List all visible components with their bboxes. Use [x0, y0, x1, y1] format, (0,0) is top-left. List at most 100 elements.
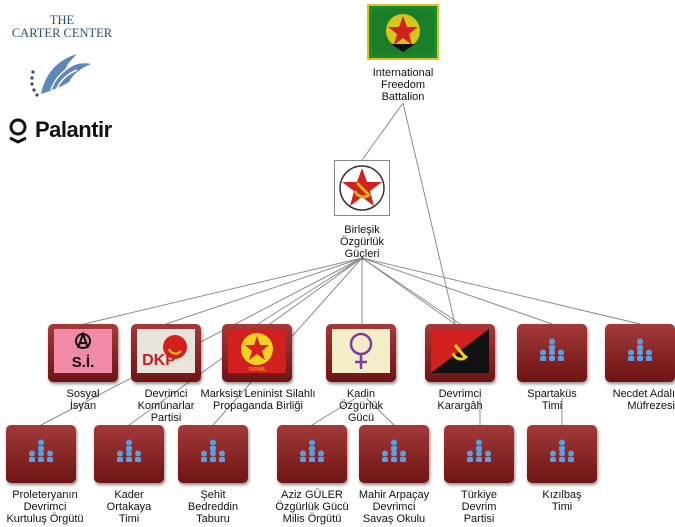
- group-icon: [625, 338, 655, 369]
- dkp-label: Devrimci Komünarlar Partisi: [101, 388, 231, 424]
- sehit-label-line: Bedreddin: [187, 501, 239, 513]
- sosyal-label: Sosyal İsyan: [18, 388, 148, 412]
- necdet-label: Necdet Adalı Müfrezesi: [580, 388, 675, 412]
- karargah-node[interactable]: [425, 324, 495, 382]
- ifb-label-line: International: [372, 67, 434, 79]
- proleter-label-line: Devrimci: [23, 501, 67, 513]
- dkp-label-line: Komünarlar: [137, 400, 195, 412]
- group-icon: [537, 338, 567, 369]
- proleter-label-line: Proleteryanın: [12, 489, 78, 501]
- proleter-node[interactable]: [6, 425, 76, 483]
- carter-center-logo: THE CARTER CENTER: [6, 14, 118, 98]
- group-icon: [198, 439, 228, 470]
- kadin-label-line: Gücü: [347, 412, 375, 424]
- group-icon: [464, 439, 494, 470]
- aziz-label: Aziz GÜLER Özgürlük Gücü Milis Örgütü: [247, 489, 377, 525]
- dkp-label-line: Devrimci: [144, 388, 188, 400]
- ifb-label-line: Battalion: [381, 91, 425, 103]
- aziz-label-line: Milis Örgütü: [282, 513, 342, 525]
- anarchy-icon: S.İ.: [72, 331, 95, 371]
- red-black-flag-icon: [431, 329, 489, 373]
- connector-line: [361, 102, 404, 161]
- turkiye-label-line: Devrim: [461, 501, 497, 513]
- carter-center-line2: CARTER CENTER: [11, 26, 113, 40]
- kadin-label-line: Kadin: [346, 388, 376, 400]
- mahir-label: Mahir Arpaçay Devrimci Savaş Okulu: [329, 489, 459, 525]
- bog-label-line: Özgürlük: [339, 236, 385, 248]
- karargah-emblem: [431, 329, 489, 373]
- kadin-emblem: [332, 329, 390, 373]
- mlspb-emblem: TKP/ML: [228, 329, 286, 373]
- dkp-label-line: Partisi: [150, 412, 182, 424]
- sehit-label-line: Taburu: [196, 513, 230, 525]
- connector-line: [365, 397, 395, 426]
- group-icon: [547, 439, 577, 470]
- hammer-sickle-star-icon: [339, 165, 385, 211]
- group-icon: [379, 439, 409, 470]
- spartakus-label-line: Spartaküs: [527, 388, 577, 400]
- bog-label-line: Güçleri: [344, 248, 380, 260]
- sosyal-label-line: İsyan: [69, 400, 97, 412]
- turkiye-node[interactable]: [444, 425, 514, 483]
- group-icon: [26, 439, 56, 470]
- palantir-wordmark: Palantir: [35, 117, 112, 142]
- connector-line: [40, 257, 363, 426]
- mahir-node[interactable]: [359, 425, 429, 483]
- kader-label-line: Ortakaya: [106, 501, 152, 513]
- kadin-node[interactable]: [326, 324, 396, 382]
- kader-label: Kader Ortakaya Timi: [64, 489, 194, 525]
- aziz-node[interactable]: [277, 425, 347, 483]
- sosyal-isyan-emblem: S.İ.: [54, 329, 112, 373]
- bog-emblem[interactable]: [334, 160, 390, 216]
- dkp-emblem-text: DKP: [142, 352, 176, 369]
- dkp-emblem: DKP: [137, 329, 195, 373]
- kadin-label-line: Özgürlük: [338, 400, 384, 412]
- ifb-emblem[interactable]: [367, 4, 439, 60]
- karargah-label: Devrimci Karargâh: [395, 388, 525, 412]
- kader-node[interactable]: [94, 425, 164, 483]
- karargah-label-line: Devrimci: [438, 388, 482, 400]
- sehit-node[interactable]: [178, 425, 248, 483]
- proleter-label-line: Kurtuluş Örgütü: [6, 513, 84, 525]
- eagle-icon: [30, 54, 91, 97]
- mlspb-label-line: Marksist Leninist Silahlı: [200, 388, 316, 400]
- ifb-label-line: Freedom: [380, 79, 426, 91]
- kader-label-line: Kader: [114, 489, 144, 501]
- mlspb-label: Marksist Leninist Silahlı Propaganda Bir…: [183, 388, 333, 412]
- sosyal-label-line: Sosyal: [66, 388, 100, 400]
- kizilbas-node[interactable]: [527, 425, 597, 483]
- mahir-label-line: Savaş Okulu: [362, 513, 426, 525]
- mlspb-label-line: Propaganda Birliği: [213, 400, 303, 412]
- necdet-label-line: Müfrezesi: [627, 400, 675, 412]
- mahir-label-line: Devrimci: [372, 501, 416, 513]
- connector-line: [311, 397, 357, 426]
- carter-center-line1: THE: [49, 13, 75, 27]
- spartakus-label-line: Timi: [541, 400, 563, 412]
- mahir-label-line: Mahir Arpaçay: [358, 489, 430, 501]
- aziz-label-line: Özgürlük Gücü: [275, 501, 349, 513]
- dkp-node[interactable]: DKP: [131, 324, 201, 382]
- mlspb-node[interactable]: TKP/ML: [222, 324, 292, 382]
- turkiye-label-line: Türkiye: [460, 489, 498, 501]
- yellow-star-icon: TKP/ML: [241, 333, 273, 373]
- spartakus-node[interactable]: [517, 324, 587, 382]
- kizilbas-label-line: Timi: [551, 501, 573, 513]
- kizilbas-label-line: Kızılbaş: [542, 489, 582, 501]
- kader-label-line: Timi: [118, 513, 140, 525]
- necdet-node[interactable]: [605, 324, 675, 382]
- kizilbas-label: Kızılbaş Timi: [497, 489, 627, 513]
- connector-line: [257, 257, 363, 325]
- necdet-label-line: Necdet Adalı: [612, 388, 675, 400]
- palantir-icon: [9, 118, 27, 144]
- palantir-logo: Palantir: [9, 117, 112, 144]
- turkiye-label-line: Partisi: [463, 513, 495, 525]
- sosyal-isyan-node[interactable]: S.İ.: [48, 324, 118, 382]
- dkp-logo-icon: DKP: [142, 335, 187, 369]
- ifb-label: International Freedom Battalion: [338, 67, 468, 103]
- turkiye-label: Türkiye Devrim Partisi: [414, 489, 544, 525]
- aziz-label-line: Aziz GÜLER: [281, 489, 343, 501]
- group-icon: [297, 439, 327, 470]
- connector-line: [83, 257, 363, 325]
- sosyal-emblem-text: S.İ.: [72, 354, 95, 371]
